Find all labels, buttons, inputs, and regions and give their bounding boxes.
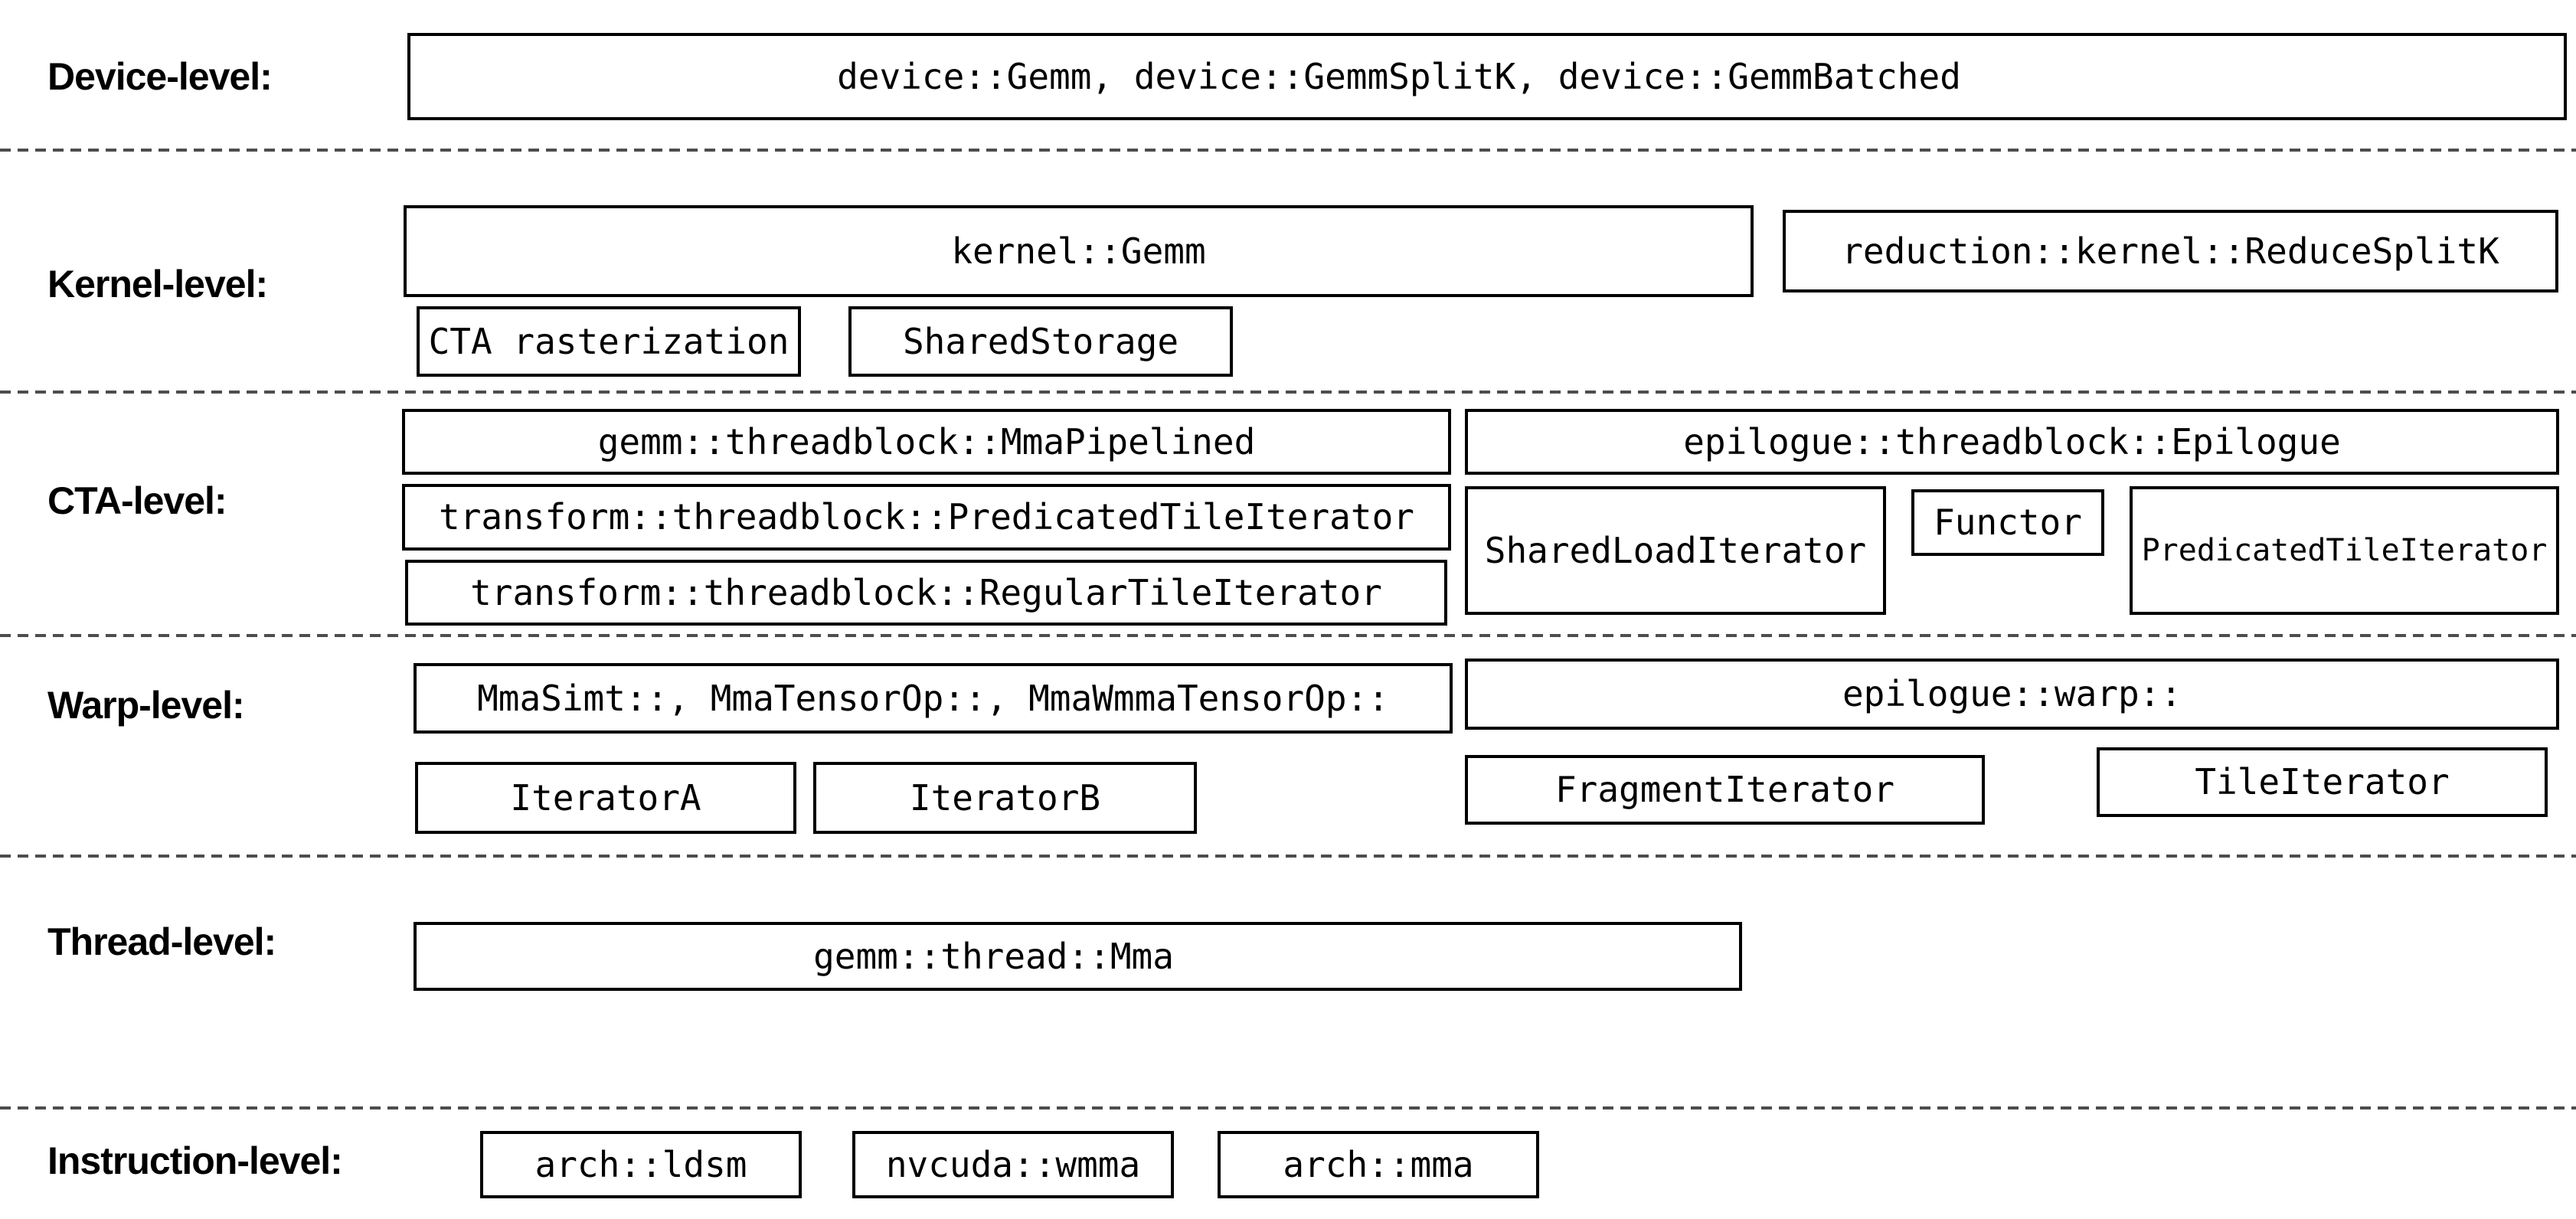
- iterator-a-box: IteratorA: [415, 762, 796, 834]
- transform-predicated-tile-iterator-box: transform::threadblock::PredicatedTileIt…: [402, 484, 1451, 551]
- arch-ldsm-box: arch::ldsm: [480, 1131, 802, 1198]
- thread-level-label: Thread-level:: [47, 920, 276, 963]
- warp-level-label: Warp-level:: [47, 684, 245, 727]
- cta-rasterization-box: CTA rasterization: [417, 306, 801, 377]
- shared-storage-box: SharedStorage: [848, 306, 1233, 377]
- device-level-label: Device-level:: [47, 55, 273, 98]
- transform-regular-tile-iterator-box: transform::threadblock::RegularTileItera…: [405, 560, 1447, 626]
- kernel-level-label: Kernel-level:: [47, 263, 268, 306]
- mma-pipelined-box: gemm::threadblock::MmaPipelined: [402, 409, 1451, 475]
- functor-box: Functor: [1911, 489, 2104, 556]
- shared-load-iterator-box: SharedLoadIterator: [1465, 486, 1886, 615]
- iterator-b-box: IteratorB: [813, 762, 1197, 834]
- predicated-tile-iterator-box: PredicatedTileIterator: [2130, 486, 2559, 615]
- epilogue-threadblock-box: epilogue::threadblock::Epilogue: [1465, 409, 2559, 475]
- thread-mma-box: gemm::thread::Mma: [414, 922, 1742, 991]
- device-gemm-box: device::Gemm, device::GemmSplitK, device…: [407, 33, 2567, 120]
- level-divider: [0, 1106, 2576, 1110]
- nvcuda-wmma-box: nvcuda::wmma: [852, 1131, 1174, 1198]
- level-divider: [0, 149, 2576, 152]
- kernel-gemm-box: kernel::Gemm: [404, 205, 1754, 297]
- fragment-iterator-box: FragmentIterator: [1465, 755, 1985, 825]
- cta-level-label: CTA-level:: [47, 479, 227, 522]
- instruction-level-label: Instruction-level:: [47, 1139, 343, 1182]
- level-divider: [0, 855, 2576, 858]
- level-divider: [0, 634, 2576, 637]
- arch-mma-box: arch::mma: [1218, 1131, 1539, 1198]
- tile-iterator-box: TileIterator: [2097, 747, 2548, 817]
- epilogue-warp-box: epilogue::warp::: [1465, 659, 2559, 730]
- level-divider: [0, 391, 2576, 394]
- reduce-splitk-box: reduction::kernel::ReduceSplitK: [1783, 210, 2558, 292]
- warp-mma-box: MmaSimt::, MmaTensorOp::, MmaWmmaTensorO…: [414, 663, 1453, 734]
